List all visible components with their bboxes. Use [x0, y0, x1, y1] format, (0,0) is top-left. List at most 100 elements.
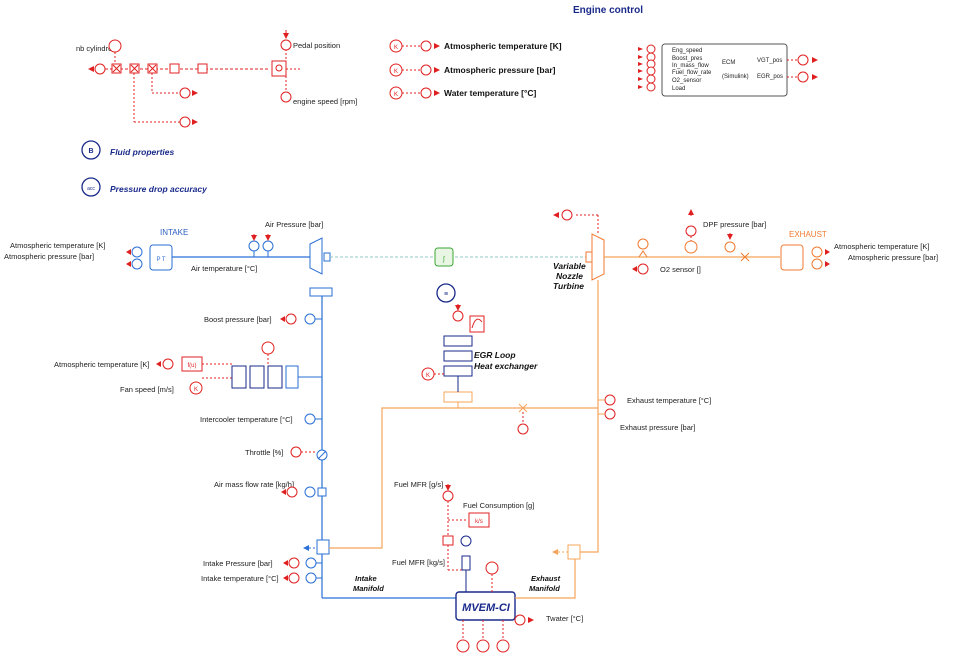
throttle[interactable] [290, 446, 328, 461]
exhaust-atm-pressure-label: Atmospheric pressure [bar] [848, 253, 938, 262]
svg-text:K: K [194, 387, 198, 393]
intake-manifold-label-1: Manifold [353, 584, 384, 593]
exhaust-manifold-block[interactable] [552, 544, 581, 560]
turbo-speed-icon-block[interactable]: ≡ [436, 283, 456, 303]
svg-text:K: K [426, 373, 430, 379]
fluid-properties-icon [81, 140, 101, 160]
exhaust-temp-label: Exhaust temperature [°C] [627, 396, 711, 405]
ecm-input-5: Load [672, 86, 685, 92]
egr-label-0: EGR Loop [474, 350, 516, 360]
svg-text:P T: P T [156, 257, 165, 263]
ecm-input-3: Fuel_flow_rate [672, 70, 712, 76]
turbo-speed-icon [436, 283, 456, 303]
ic-atm-temp-label: Atmospheric temperature [K] [54, 360, 149, 369]
ecm-name: ECM [722, 60, 735, 66]
fluid-properties-block[interactable]: B Fluid properties [81, 140, 175, 160]
turbine-icon [591, 233, 605, 281]
exhaust-manifold-icon [567, 544, 581, 560]
svg-text:k/s: k/s [475, 519, 483, 525]
pedal-sensor-icon [280, 39, 292, 51]
heat-exchanger-icon [443, 365, 473, 377]
ambient-constants[interactable]: K Atmospheric temperature [K] K Atmosphe… [389, 39, 562, 100]
intercooler-icon [231, 365, 247, 389]
boost-pressure-label: Boost pressure [bar] [204, 315, 272, 324]
ecm-block[interactable]: Eng_speed Boost_pres In_mass_flow Fuel_f… [638, 43, 818, 97]
fuel-consumption-label: Fuel Consumption [g] [463, 501, 534, 510]
shaft-inertia[interactable]: ∫ [434, 247, 454, 267]
fluid-properties-label: Fluid properties [110, 147, 175, 157]
exhaust-title: EXHAUST [789, 230, 827, 239]
svg-text:≡: ≡ [444, 291, 448, 298]
throttle-label: Throttle [%] [245, 448, 283, 457]
intercooler-temp-sensor[interactable] [304, 413, 322, 425]
egr-pipe-icon [443, 391, 473, 403]
integrator-icon [468, 512, 490, 528]
egr-valve-bypass[interactable] [517, 403, 529, 435]
air-pressure-label: Air Pressure [bar] [265, 220, 323, 229]
pressure-drop-block[interactable]: acc Pressure drop accuracy [81, 177, 208, 197]
ecm-input-1: Boost_pres [672, 56, 702, 62]
cylinder-control-block[interactable]: nb cylindre Pedal position engine speed … [76, 30, 357, 128]
air-mass-flow-label: Air mass flow rate [kg/h] [214, 480, 294, 489]
egr-scope-icon [469, 315, 485, 333]
compressor-icon [309, 237, 323, 275]
svg-text:K: K [394, 92, 398, 98]
accuracy-icon [81, 177, 101, 197]
intake-ambient-source[interactable]: P T [126, 244, 173, 271]
egr-label-1: Heat exchanger [474, 361, 538, 371]
engine-icon [455, 591, 516, 621]
air-mass-flow-sensor[interactable] [281, 486, 327, 498]
o2-sensor[interactable] [632, 238, 649, 275]
air-temp-label: Air temperature [°C] [191, 264, 257, 273]
intake-manifold-label-0: Intake [355, 574, 377, 583]
dpf-pressure-label: DPF pressure [bar] [703, 220, 766, 229]
fuel-system[interactable]: k/s [442, 484, 490, 598]
intercooler-temp-label: Intercooler temperature [°C] [200, 415, 293, 424]
nb-cylindre-label: nb cylindre [76, 44, 112, 53]
intake-manifold-block[interactable] [303, 539, 330, 555]
svg-text:f(u): f(u) [188, 363, 197, 369]
intake-pressure-label: Intake Pressure [bar] [203, 559, 273, 568]
svg-text:K: K [394, 69, 398, 75]
fuel-mfr-gs-label: Fuel MFR [g/s] [394, 480, 443, 489]
exhaust-manifold-label-0: Exhaust [531, 574, 561, 583]
dpf-icon [684, 240, 698, 254]
engine-name: MVEM-CI [462, 602, 511, 614]
exhaust-sensors[interactable] [598, 394, 616, 420]
intake-manifold-icon [316, 539, 330, 555]
engine-block[interactable]: MVEM-CI [455, 561, 534, 653]
water-temp-constant-label: Water temperature [°C] [444, 88, 537, 98]
intake-title: INTAKE [160, 228, 188, 237]
exhaust-ambient-sink[interactable] [780, 244, 830, 271]
egr-heat-exchanger[interactable]: K [421, 304, 485, 408]
svg-text:acc: acc [87, 186, 95, 192]
dpf-block[interactable] [684, 209, 750, 262]
ecm-input-0: Eng_speed [672, 48, 702, 54]
pressure-drop-label: Pressure drop accuracy [110, 184, 208, 194]
egr-pipe [329, 407, 598, 549]
page-title: Engine control [573, 5, 643, 16]
variable-nozzle-turbine[interactable] [553, 209, 605, 281]
o2-sensor-label: O2 sensor [] [660, 265, 701, 274]
boost-sensor[interactable] [280, 313, 322, 325]
inertia-icon [434, 247, 454, 267]
pedal-position-label: Pedal position [293, 41, 340, 50]
air-sensors[interactable] [248, 234, 274, 257]
gain-icon [197, 63, 208, 74]
ecm-input-4: O2_sensor [672, 78, 701, 84]
intercooler[interactable]: f(u) K [156, 341, 322, 395]
nb-cylindre-sensor-icon [108, 39, 122, 53]
svg-text:B: B [88, 148, 93, 155]
compressor[interactable] [309, 237, 333, 297]
output-port-icon [94, 63, 106, 75]
intake-temp-label: Intake temperature [°C] [201, 574, 279, 583]
fan-speed-label: Fan speed [m/s] [120, 385, 174, 394]
injector-icon [461, 555, 471, 571]
fuel-mfr-kgs-label: Fuel MFR [kg/s] [392, 558, 445, 567]
ecm-output-0: VGT_pos [757, 58, 782, 64]
atm-temp-constant-label: Atmospheric temperature [K] [444, 41, 562, 51]
exhaust-atm-temp-label: Atmospheric temperature [K] [834, 242, 929, 251]
intake-manifold-sensors[interactable] [283, 557, 322, 584]
